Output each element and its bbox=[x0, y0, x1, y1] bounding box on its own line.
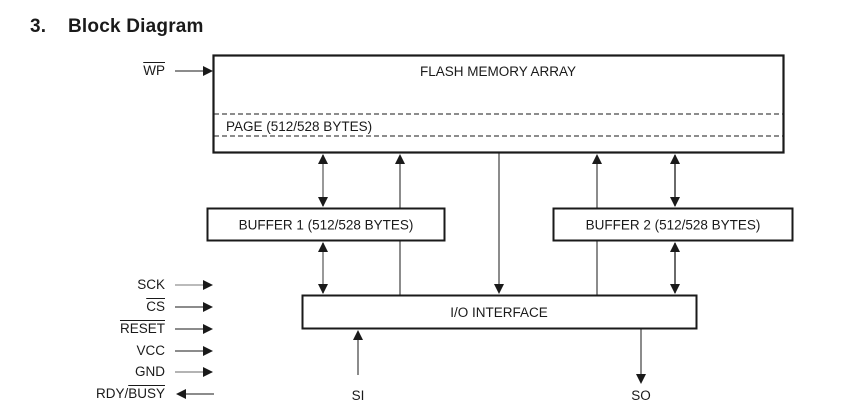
flash-array-label: FLASH MEMORY ARRAY bbox=[420, 64, 576, 79]
vcc-label: VCC bbox=[45, 343, 165, 358]
section-number: 3. bbox=[30, 16, 47, 37]
si-label: SI bbox=[352, 388, 365, 403]
flash-memory-array-block: FLASH MEMORY ARRAY PAGE (512/528 BYTES) bbox=[212, 54, 785, 154]
section-heading: 3. Block Diagram bbox=[30, 16, 204, 38]
io-interface-block: I/O INTERFACE bbox=[301, 294, 698, 330]
signal-text-active-low: BUSY bbox=[128, 386, 165, 401]
buffer-2-label: BUFFER 2 (512/528 BYTES) bbox=[586, 218, 761, 233]
signal-text: GND bbox=[135, 364, 165, 379]
wp-label: WP bbox=[45, 63, 165, 78]
signal-text: SCK bbox=[137, 277, 165, 292]
buffer-2-block: BUFFER 2 (512/528 BYTES) bbox=[552, 207, 794, 242]
sck-label: SCK bbox=[45, 277, 165, 292]
signal-text: VCC bbox=[136, 343, 165, 358]
section-title: Block Diagram bbox=[68, 16, 204, 37]
buffer-1-label: BUFFER 1 (512/528 BYTES) bbox=[239, 218, 414, 233]
reset-label: RESET bbox=[45, 321, 165, 336]
signal-text: RDY/ bbox=[95, 386, 129, 401]
signal-text-active-low: CS bbox=[146, 299, 165, 314]
so-label: SO bbox=[631, 388, 651, 403]
cs-label: CS bbox=[45, 299, 165, 314]
page-label: PAGE (512/528 BYTES) bbox=[226, 119, 372, 134]
signal-text-active-low: RESET bbox=[119, 321, 165, 336]
gnd-label: GND bbox=[45, 364, 165, 379]
buffer-1-block: BUFFER 1 (512/528 BYTES) bbox=[206, 207, 446, 242]
rdy-busy-label: RDY/BUSY bbox=[45, 386, 165, 401]
io-interface-label: I/O INTERFACE bbox=[450, 305, 548, 320]
wp-text: WP bbox=[143, 63, 165, 78]
